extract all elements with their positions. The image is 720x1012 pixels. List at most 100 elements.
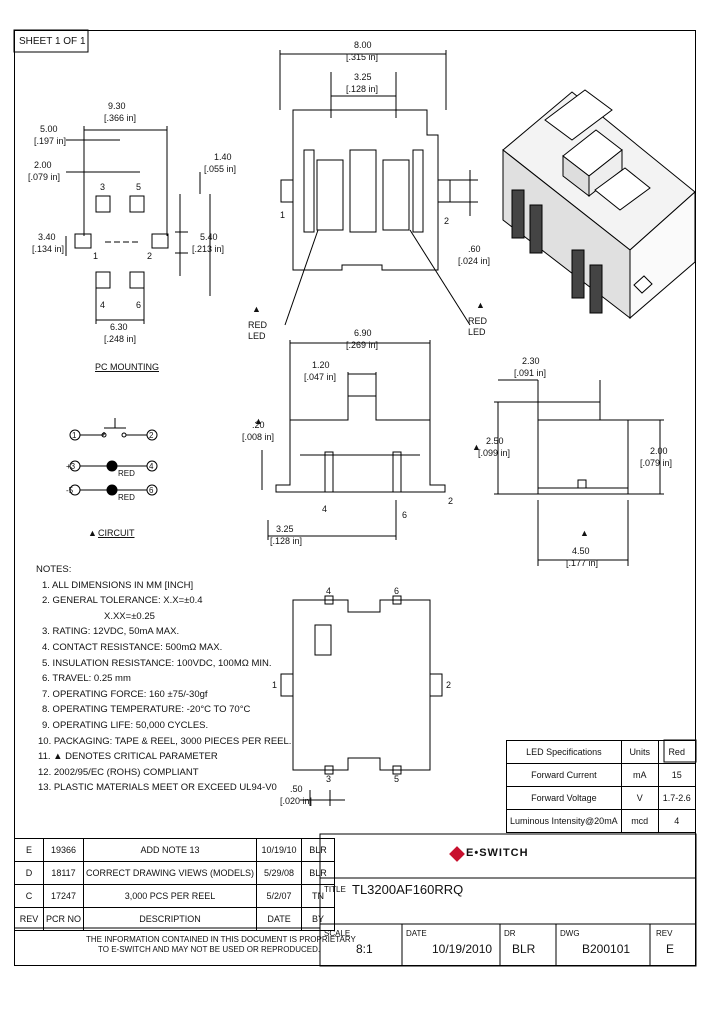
circuit (69, 418, 158, 496)
circuit-title: CIRCUIT (98, 528, 135, 538)
end-dim-len: 4.50 (572, 546, 590, 556)
pcb-dim-d: 3.40 (38, 232, 56, 242)
side-dim-h-in: [.008 in] (242, 432, 275, 442)
led-cell: Luminous Intensity@20mA (506, 809, 622, 833)
bottom-view (280, 595, 443, 806)
side-dim-pitch-in: [.128 in] (270, 536, 303, 546)
pcb-dim-c-in: [.055 in] (204, 164, 237, 174)
sheet-label: SHEET 1 OF 1 (19, 36, 86, 47)
led-cell: 1.7-2.6 (657, 786, 696, 810)
side-dim-act-in: [.047 in] (304, 372, 337, 382)
bottom-pin-label: 3 (326, 774, 332, 784)
note-item: 13. PLASTIC MATERIALS MEET OR EXCEED UL9… (38, 782, 277, 794)
pcb-dim-a: 5.00 (40, 124, 58, 134)
rev-cell: ADD NOTE 13 (83, 838, 258, 862)
pad-label: 5 (136, 182, 142, 192)
triangle-icon: ▲ (254, 416, 263, 426)
circuit-node: 2 (149, 431, 154, 440)
pcb-dim-a-in: [.197 in] (34, 136, 67, 146)
red-led-label-left: RED LED (248, 320, 268, 341)
top-dim-gap: .60 (468, 244, 481, 254)
led-spec-table: LED Specifications Units Red Forward Cur… (506, 740, 696, 833)
pcb-title: PC MOUNTING (95, 362, 159, 372)
led-cell: V (620, 786, 659, 810)
bottom-dim: .50 (290, 784, 303, 794)
pcb-dim-b-in: [.079 in] (28, 172, 61, 182)
end-dim-h-in: [.099 in] (478, 448, 511, 458)
top-view (279, 50, 478, 326)
pcb-dim-width: 9.30 (108, 101, 126, 111)
pcb-dim-f-in: [.248 in] (104, 334, 137, 344)
side-dim-act: 1.20 (312, 360, 330, 370)
side-dim-width: 6.90 (354, 328, 372, 338)
dwg-value: B200101 (582, 942, 631, 956)
drawn-by-label: DR (504, 929, 516, 938)
note-item: 11. ▲ DENOTES CRITICAL PARAMETER (38, 751, 218, 763)
rev-header: DATE (256, 907, 303, 931)
disclaimer-line-1: THE INFORMATION CONTAINED IN THIS DOCUME… (86, 935, 356, 944)
led-cell: 4 (657, 809, 696, 833)
dwg-label: DWG (560, 929, 580, 938)
bottom-dim-in: [.020 in] (280, 796, 313, 806)
circuit-node: 1 (72, 431, 77, 440)
led-header: LED Specifications (506, 740, 622, 764)
red-led-label-right: RED LED (468, 316, 488, 337)
pin-1-label: 1 (280, 210, 286, 220)
pin-2-label: 2 (444, 216, 450, 226)
rev-cell: E (14, 838, 44, 862)
top-dim-width: 8.00 (354, 40, 372, 50)
circuit-node: 4 (149, 462, 154, 471)
rev-cell: C (14, 884, 44, 908)
drawing-title: TL3200AF160RRQ (352, 882, 464, 897)
bottom-pin-label: 5 (394, 774, 400, 784)
note-item: 4. CONTACT RESISTANCE: 500mΩ MAX. (42, 641, 223, 653)
pcb-dim-e-in: [.213 in] (192, 244, 225, 254)
circuit-red-label: RED (118, 469, 135, 478)
led-header: Units (620, 740, 659, 764)
pcb-dim-width-in: [.366 in] (104, 113, 137, 123)
pcb-dim-f: 6.30 (110, 322, 128, 332)
pad-label: 3 (100, 182, 106, 192)
company-logo: E•SWITCH (466, 847, 529, 859)
end-dim-len-in: [.177 in] (566, 558, 599, 568)
end-dim-w-in: [.091 in] (514, 368, 547, 378)
rev-cell: D (14, 861, 44, 885)
bottom-pin-label: 1 (272, 680, 278, 690)
note-item: 10. PACKAGING: TAPE & REEL, 3000 PIECES … (38, 735, 292, 747)
note-item: X.XX=±0.25 (104, 610, 155, 622)
rev-header: DESCRIPTION (83, 907, 258, 931)
pcb-dim-d-in: [.134 in] (32, 244, 65, 254)
scale-value: 8:1 (356, 942, 373, 956)
side-dim-width-in: [.269 in] (346, 340, 379, 350)
pcb-pads (65, 126, 211, 324)
rev-cell: BLR (301, 861, 336, 885)
side-pin-label: 2 (448, 496, 454, 506)
circuit-red-label: RED (118, 493, 135, 502)
bottom-pin-label: 6 (394, 586, 400, 596)
note-item: 6. TRAVEL: 0.25 mm (42, 673, 131, 685)
rev-cell: BLR (301, 838, 336, 862)
notes-title: NOTES: (36, 564, 72, 575)
rev-value: E (666, 942, 675, 956)
pad-label: 6 (136, 300, 142, 310)
triangle-icon: ▲ (472, 442, 481, 452)
circuit-node: +3 (66, 462, 76, 471)
rev-cell: 5/29/08 (256, 861, 303, 885)
pad-label: 4 (100, 300, 106, 310)
end-view (494, 379, 664, 566)
date-value: 10/19/2010 (432, 942, 493, 956)
triangle-icon: ▲ (88, 528, 97, 538)
note-item: 5. INSULATION RESISTANCE: 100VDC, 100MΩ … (42, 657, 272, 669)
rev-cell: 5/2/07 (256, 884, 303, 908)
side-dim-h: .20 (252, 420, 265, 430)
pcb-dim-b: 2.00 (34, 160, 52, 170)
rev-cell: 19366 (42, 838, 85, 862)
title-label: TITLE (324, 885, 346, 894)
scale-label: SCALE (324, 929, 351, 938)
disclaimer-line-2: TO E-SWITCH AND MAY NOT BE USED OR REPRO… (98, 945, 321, 954)
top-dim-gap-in: [.024 in] (458, 256, 491, 266)
note-item: 7. OPERATING FORCE: 160 ±75/-30gf (42, 688, 208, 700)
rev-header: BY (301, 907, 336, 931)
led-cell: Forward Voltage (506, 786, 622, 810)
